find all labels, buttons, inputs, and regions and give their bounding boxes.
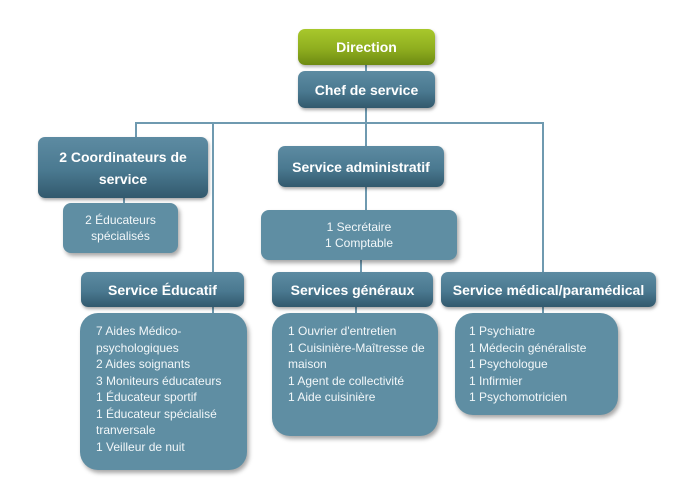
detail-educatif-staff: 7 Aides Médico-psychologiques 2 Aides so… bbox=[80, 313, 247, 470]
staff-item: 1 Psychologue bbox=[469, 357, 548, 371]
staff-item: 1 Veilleur de nuit bbox=[96, 439, 185, 454]
staff-item: 1 Éducateur sportif bbox=[96, 390, 197, 404]
connector-admin-detail bbox=[365, 186, 367, 211]
staff-item: 1 Médecin généraliste bbox=[469, 340, 587, 355]
staff-item: 1 Comptable bbox=[324, 236, 394, 250]
node-service-administratif: Service administratif bbox=[278, 146, 444, 187]
connector-to-coordinateurs bbox=[135, 122, 137, 138]
connector-to-educatif bbox=[212, 122, 214, 273]
node-service-medical: Service médical/paramédical bbox=[441, 272, 656, 307]
staff-item: 1 Psychomotricien bbox=[469, 390, 568, 404]
detail-administratif-staff: 1 Secrétaire 1 Comptable bbox=[261, 210, 457, 260]
staff-item: 1 Cuisinière-Maîtresse de maison bbox=[288, 340, 425, 372]
staff-item: 1 Aide cuisinière bbox=[288, 390, 376, 404]
connector-coord-educateurs bbox=[123, 197, 125, 204]
staff-item: 1 Éducateur spécialisé tranversale bbox=[96, 406, 217, 438]
connector-to-medical bbox=[542, 122, 544, 273]
staff-item: 1 Agent de collectivité bbox=[288, 373, 405, 388]
node-direction: Direction bbox=[298, 29, 435, 65]
staff-item: 1 Ouvrier d'entretien bbox=[288, 324, 397, 338]
connector-to-administratif bbox=[365, 122, 367, 147]
detail-generaux-staff: 1 Ouvrier d'entretien 1 Cuisinière-Maîtr… bbox=[272, 313, 438, 436]
node-service-educatif: Service Éducatif bbox=[81, 272, 244, 307]
staff-item: 2 Aides soignants bbox=[96, 357, 191, 371]
staff-item: 7 Aides Médico-psychologiques bbox=[96, 324, 182, 355]
staff-item: 3 Moniteurs éducateurs bbox=[96, 373, 222, 388]
node-coordinateurs: 2 Coordinateurs de service bbox=[38, 137, 208, 198]
staff-item: 1 Secrétaire bbox=[326, 219, 392, 234]
node-services-generaux: Services généraux bbox=[272, 272, 433, 307]
connector-chef-down bbox=[365, 107, 367, 124]
connector-admin-generaux bbox=[360, 259, 362, 273]
staff-item: 2 Éducateurs spécialisés bbox=[85, 212, 156, 244]
connector-educatif-detail bbox=[212, 306, 214, 314]
connector-direction-chef bbox=[365, 64, 367, 72]
connector-medical-detail bbox=[542, 306, 544, 314]
node-chef-de-service: Chef de service bbox=[298, 71, 435, 108]
detail-medical-staff: 1 Psychiatre 1 Médecin généraliste 1 Psy… bbox=[455, 313, 618, 415]
staff-item: 1 Psychiatre bbox=[469, 324, 536, 338]
connector-generaux-detail bbox=[355, 306, 357, 314]
detail-coordinateurs-staff: 2 Éducateurs spécialisés bbox=[63, 203, 178, 253]
staff-item: 1 Infirmier bbox=[469, 373, 523, 388]
connector-horizontal-bus bbox=[135, 122, 544, 124]
